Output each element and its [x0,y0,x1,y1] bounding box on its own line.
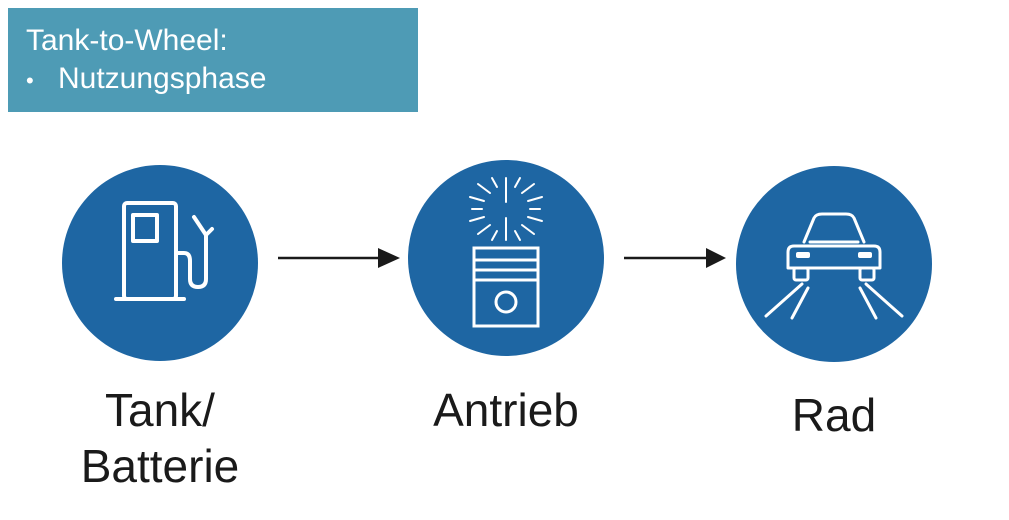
antrieb-node-label: Antrieb [433,384,579,436]
tank-label-line2: Batterie [80,440,240,492]
car-road-icon [764,212,904,320]
header-title: Tank-to-Wheel: [26,24,228,57]
phase-header-box: Tank-to-Wheel: • Nutzungsphase [8,8,418,112]
rad-node-label: Rad [791,389,877,441]
antrieb-node-circle [408,160,604,356]
tank-label-line1: Tank/ [105,384,215,436]
tank-node-label: Tank/ Batterie [40,382,280,494]
header-bullet-text: Nutzungsphase [58,62,267,95]
bullet-icon: • [26,68,34,93]
engine-piston-icon [469,177,543,328]
header-bullet-item: • Nutzungsphase [26,60,418,100]
arrow-tank-to-antrieb [278,248,400,268]
tank-node-circle [62,165,258,361]
fuel-pump-icon [114,201,214,301]
rad-node-circle [736,166,932,362]
arrow-antrieb-to-rad [624,248,726,268]
